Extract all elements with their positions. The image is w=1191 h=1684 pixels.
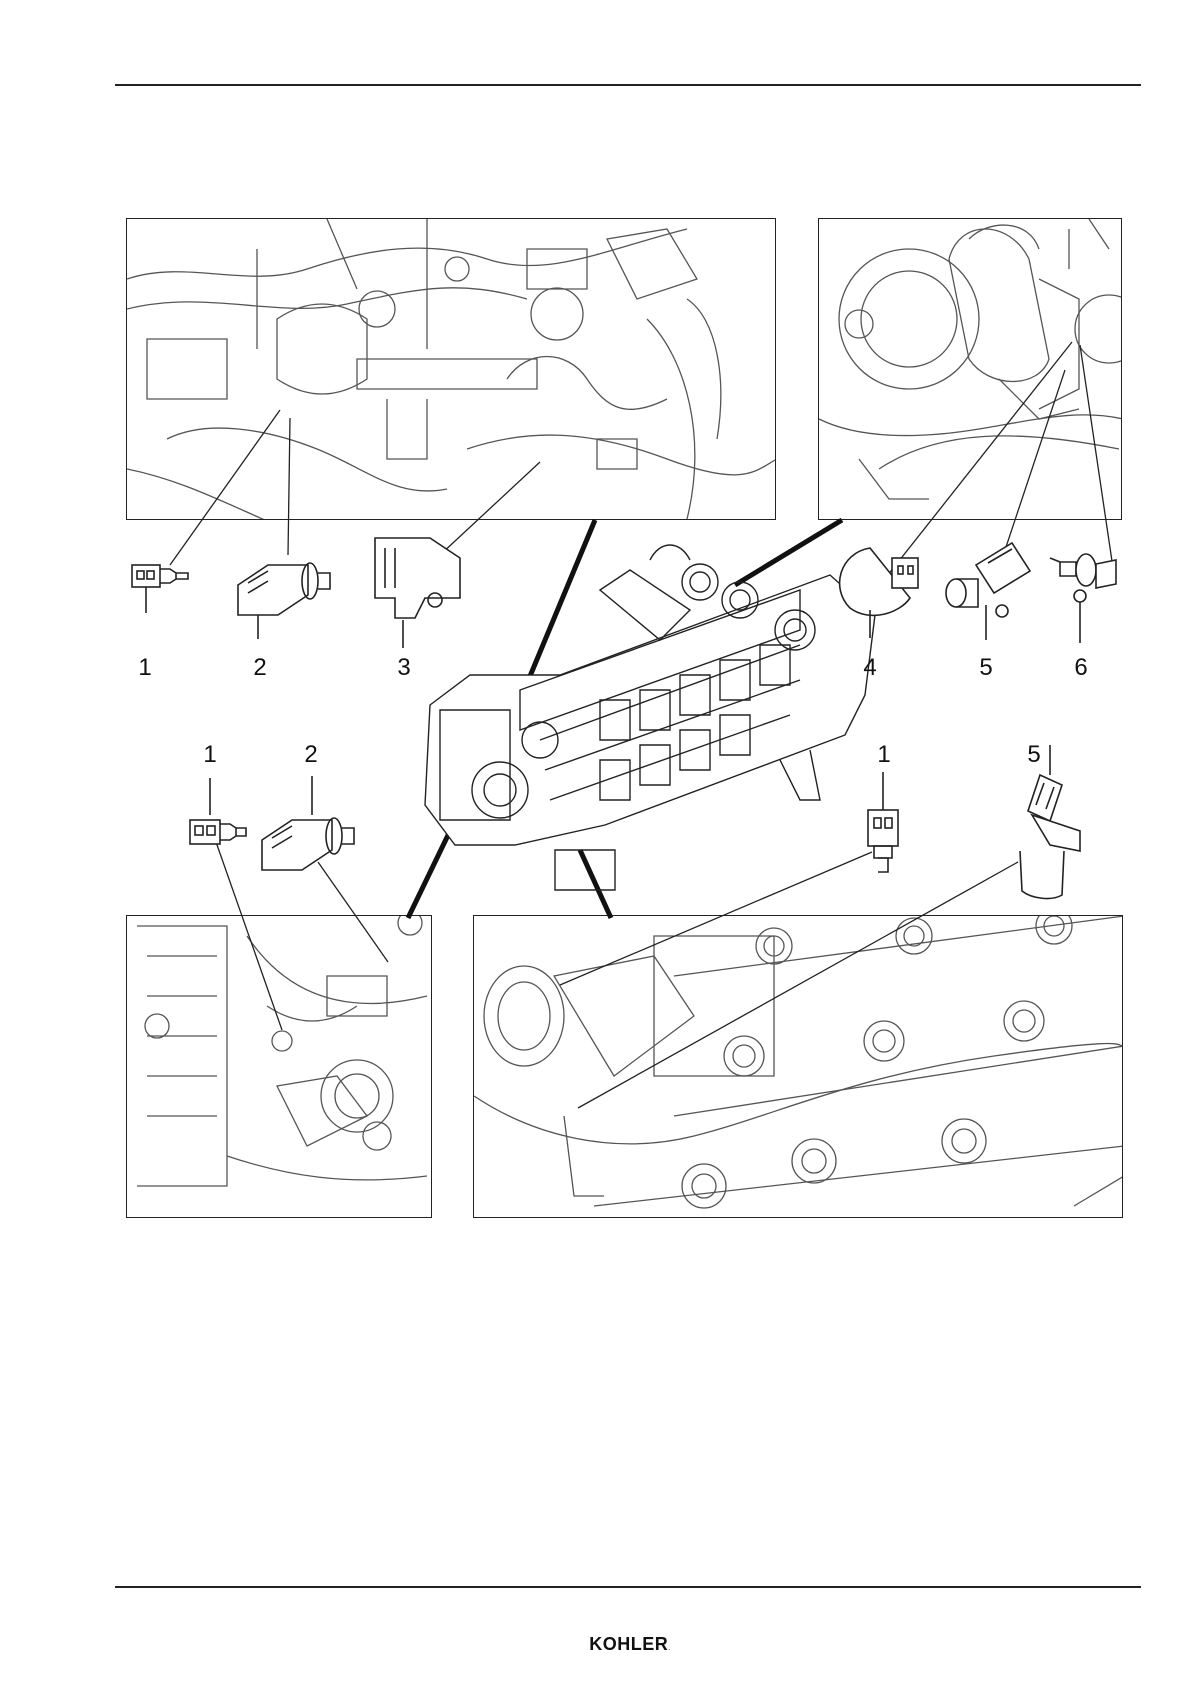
callout-top-right-4: 4 xyxy=(855,656,885,680)
engine-illustration xyxy=(425,545,875,890)
sensor-5-icon-right xyxy=(1020,745,1080,898)
callout-bottom-right-1: 1 xyxy=(869,743,899,767)
callout-bottom-right-5: 5 xyxy=(1019,743,1049,767)
sensor-2-icon xyxy=(238,563,330,639)
callout-bottom-left-1: 1 xyxy=(195,743,225,767)
callout-top-left-3: 3 xyxy=(389,656,419,680)
callout-top-left-1: 1 xyxy=(130,656,160,680)
sensor-2-icon-lower xyxy=(262,776,354,870)
sensor-3-icon xyxy=(375,538,460,648)
callout-bottom-left-2: 2 xyxy=(296,743,326,767)
sensor-1-icon-lower xyxy=(190,778,246,844)
callout-top-right-5: 5 xyxy=(971,656,1001,680)
sensor-5-icon xyxy=(946,543,1030,640)
sensor-1-icon-right xyxy=(868,772,898,872)
callout-top-left-2: 2 xyxy=(245,656,275,680)
footer-rule xyxy=(115,1586,1141,1588)
callout-top-right-6: 6 xyxy=(1066,656,1096,680)
brand-logo: KOHLER. xyxy=(560,1634,700,1655)
brand-mark: . xyxy=(668,1645,670,1652)
sensor-6-icon xyxy=(1050,554,1116,643)
brand-name: KOHLER xyxy=(589,1634,668,1654)
sensor-1-icon xyxy=(132,565,188,613)
